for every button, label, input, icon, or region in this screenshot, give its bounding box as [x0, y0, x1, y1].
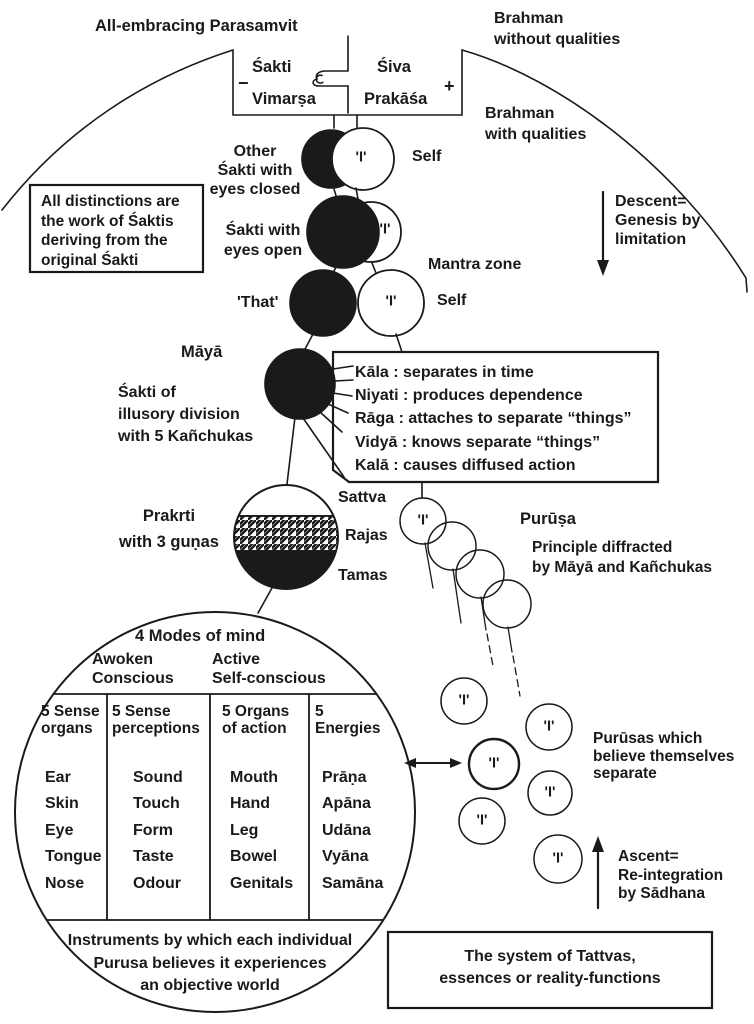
link-maya-boxcorner [302, 417, 345, 478]
cell-tongue: Tongue [45, 848, 102, 865]
separate-purusa-circles [440, 677, 583, 884]
cell-samana: Samāna [322, 875, 384, 892]
modes-title: 4 Modes of mind [135, 627, 266, 645]
instruments-circle-outline [14, 611, 416, 1013]
shiva-label: Śiva [377, 58, 411, 76]
that-label: 'That' [237, 294, 279, 311]
brahman-without-label: Brahman without qualities [494, 10, 621, 48]
shakti-shiva-frame [232, 35, 463, 116]
cell-apana: Apāna [322, 795, 371, 812]
rajas-hatch-band [234, 515, 338, 552]
maya-circle [264, 348, 336, 420]
kanchuka-kala2: Kalā : causes diffused action [355, 457, 576, 474]
minus-sign: − [238, 73, 249, 93]
cell-udana: Udāna [322, 822, 371, 839]
cell-genitals: Genitals [230, 875, 294, 892]
circle-pair-eyes-closed [301, 127, 395, 191]
sep-i-2: 'I' [543, 718, 555, 735]
sep-i-6: 'I' [552, 850, 564, 867]
ascent-arrow-icon [592, 836, 604, 910]
rajas-label: Rajas [345, 527, 388, 544]
col3-header: 5 Organs of action [222, 703, 290, 737]
link-self-kanchukas [395, 333, 403, 353]
kanchuka-kala: Kāla : separates in time [355, 364, 534, 381]
exchange-arrow-icon [404, 758, 462, 768]
purusa-label: Purūṣa [520, 510, 576, 528]
kanchukas-box-outline [331, 350, 660, 484]
shakti-label: Śakti [252, 58, 292, 76]
pair3-self-label: Self [437, 292, 467, 309]
kanchuka-vidya: Vidyā : knows separate “things” [355, 434, 601, 451]
purusas-separate-label: Purūsas which believe themselves separat… [593, 730, 735, 782]
sep-i-1: 'I' [458, 692, 470, 709]
col4-header: 5 Energies [315, 703, 381, 737]
eyes-closed-label: Other Śakti with eyes closed [209, 143, 301, 198]
sattva-label: Sattva [338, 489, 387, 506]
bindu-hook-icon [315, 74, 324, 84]
sep-i-5: 'I' [476, 812, 488, 829]
cell-vyana: Vyāna [322, 848, 369, 865]
cell-prana: Prāṇa [322, 769, 367, 786]
cell-sound: Sound [133, 769, 183, 786]
sep-i-3: 'I' [488, 755, 500, 772]
cell-form: Form [133, 822, 173, 839]
cell-touch: Touch [133, 795, 180, 812]
instruments-table-grid [46, 693, 384, 921]
circle-pair-eyes-open [306, 195, 402, 269]
plus-sign: + [444, 76, 455, 96]
sep-i-4: 'I' [544, 784, 556, 801]
maya-title: Māyā [181, 343, 223, 361]
pair2-i-glyph: 'I' [379, 221, 391, 238]
cell-bowel: Bowel [230, 848, 278, 865]
link-that-maya [303, 333, 314, 352]
distinctions-box-outline [28, 183, 205, 274]
purusa-chain-circles [399, 497, 532, 629]
prakasa-label: Prakāśa [364, 90, 428, 108]
pair1-self-label: Self [412, 148, 442, 165]
tattvas-box-outline [386, 930, 714, 1010]
cell-eye: Eye [45, 822, 74, 839]
mode-awoken: Awoken Conscious [92, 651, 174, 687]
brahman-with-label: Brahman with qualities [485, 105, 587, 143]
parasamvit-label: All-embracing Parasamvit [95, 17, 298, 35]
col1-header: 5 Sense organs [41, 703, 100, 737]
chain-i-glyph: 'I' [417, 512, 429, 529]
distinctions-box-text: All distinctions are the work of Śaktis … [41, 193, 180, 269]
col2-header: 5 Sense perceptions [112, 703, 200, 737]
pair3-i-glyph: 'I' [385, 293, 397, 310]
link-maya-prakrti [286, 416, 296, 485]
instruments-footer: Instruments by which each individual Pur… [67, 932, 353, 994]
frame-ticks [333, 114, 358, 131]
kanchuka-niyati: Niyati : produces dependence [355, 387, 583, 404]
pair1-i-glyph: 'I' [355, 149, 367, 166]
eyes-open-label: Śakti with eyes open [223, 222, 303, 259]
maya-label: Śakti of illusory division with 5 Kañchu… [118, 384, 254, 445]
cell-nose: Nose [45, 875, 85, 892]
cell-hand: Hand [230, 795, 270, 812]
maya-fan-lines [319, 365, 354, 433]
link-prakrti-bigcircle [257, 587, 273, 614]
kanchuka-raga: Rāga : attaches to separate “things” [355, 410, 632, 427]
cell-taste: Taste [133, 848, 174, 865]
cell-skin: Skin [45, 795, 79, 812]
prakrti-label: Prakrti with 3 guṇas [119, 507, 219, 551]
cell-mouth: Mouth [230, 769, 278, 786]
cell-leg: Leg [230, 822, 259, 839]
dome-arc [1, 49, 748, 293]
cell-ear: Ear [45, 769, 71, 786]
purusa-sub-label: Principle diffracted by Māyā and Kañchuk… [532, 539, 713, 576]
descent-label: Descent= Genesis by limitation [615, 193, 701, 248]
vimarsa-label: Vimarṣa [252, 90, 316, 108]
ascent-label: Ascent= Re-integration by Sādhana [618, 848, 724, 902]
circle-pair-that-self [289, 269, 425, 337]
tamas-label: Tamas [338, 567, 388, 584]
mode-active: Active Self-conscious [212, 651, 326, 687]
mantra-zone-label: Mantra zone [428, 256, 522, 273]
descent-arrow-icon [597, 190, 609, 276]
chain-trail-lines [424, 542, 521, 697]
prakrti-circle [233, 484, 339, 590]
cell-odour: Odour [133, 875, 181, 892]
tattvas-box-text: The system of Tattvas, essences or reali… [439, 948, 661, 987]
